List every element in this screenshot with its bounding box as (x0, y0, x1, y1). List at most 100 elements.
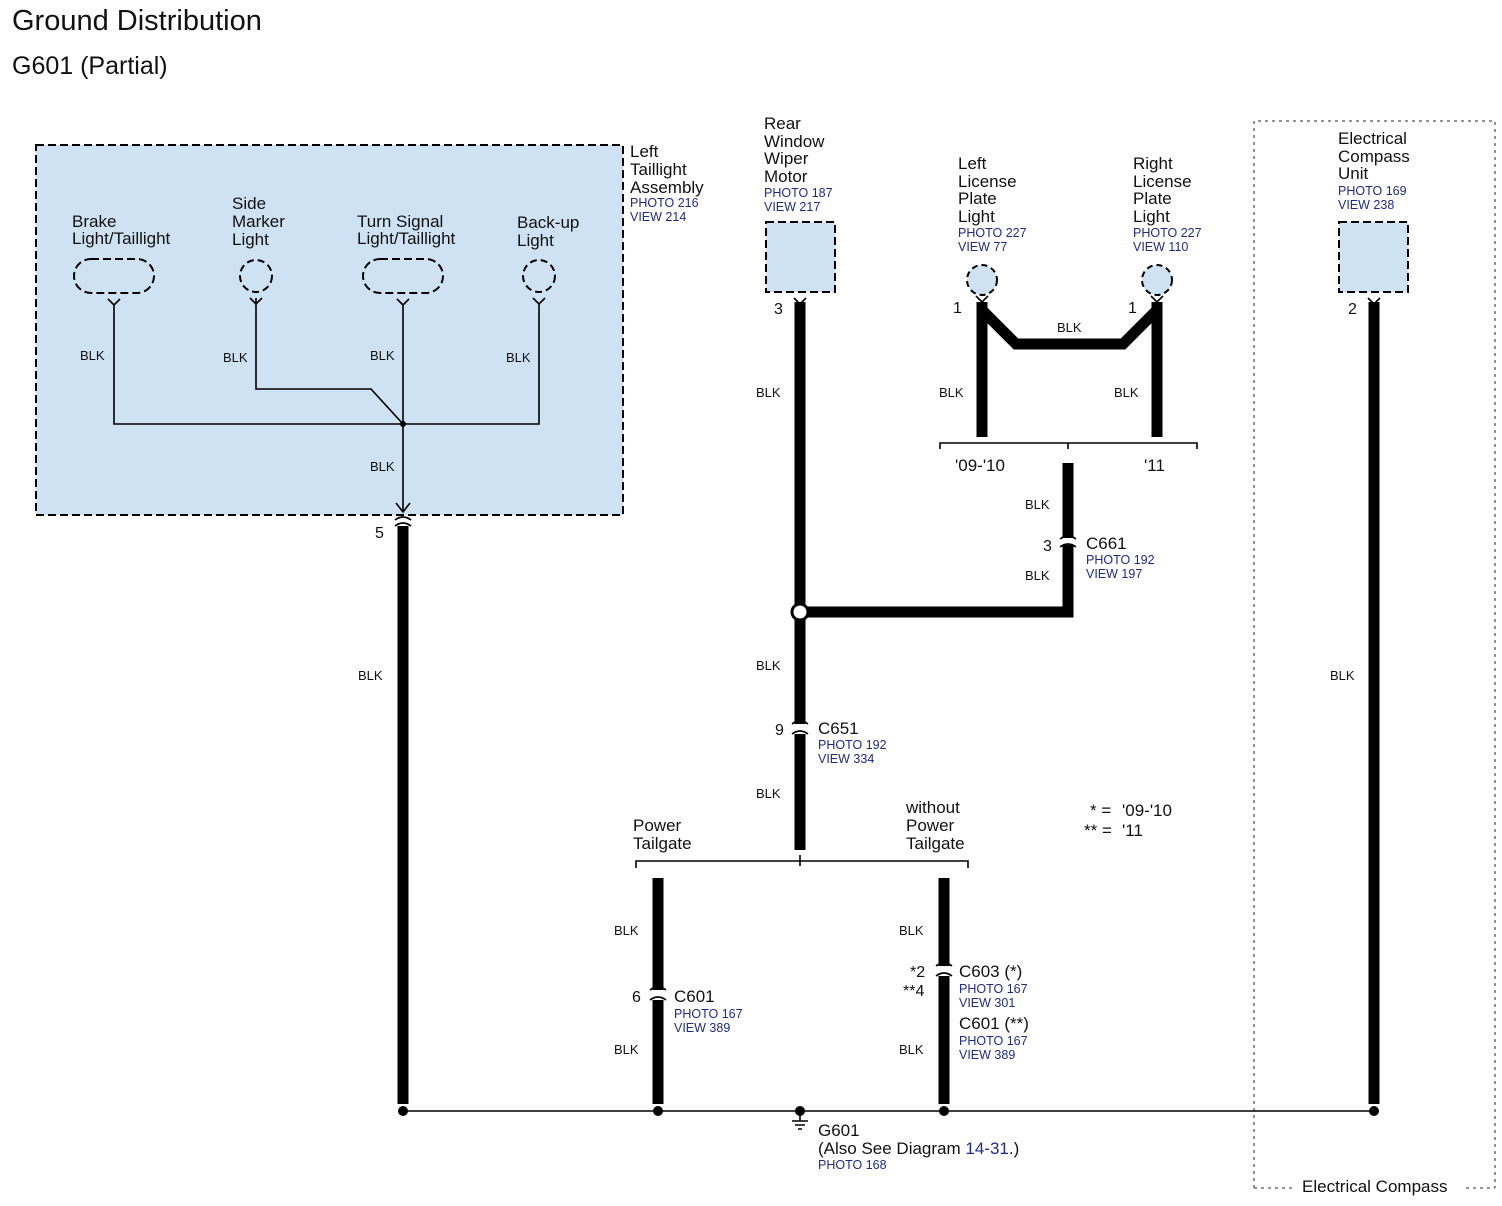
svg-text:Light: Light (232, 230, 269, 249)
brake-light-label: Brake Light/Taillight (72, 212, 171, 248)
compass-section-border (1253, 120, 1496, 1188)
side-marker-wire (255, 304, 404, 425)
taillight-connector-icon (394, 516, 412, 527)
left-plate-pin: 1 (953, 300, 962, 317)
c661-upper-wire-color: BLK (1025, 497, 1050, 512)
svg-text:Power: Power (633, 816, 682, 835)
svg-text:C601: C601 (674, 987, 715, 1006)
c651-view-ref: VIEW 334 (818, 752, 874, 766)
c601-left-pin: 6 (632, 989, 641, 1006)
svg-text:C661: C661 (1086, 534, 1127, 553)
c603-pin-a: *2 (910, 964, 925, 981)
svg-text:Light: Light (958, 207, 995, 226)
wiper-view-ref: VIEW 217 (764, 200, 820, 214)
right-plate-label: Right License Plate Light PHOTO 227 VIEW… (1133, 154, 1202, 254)
svg-text:'11: '11 (1122, 821, 1143, 840)
left-plate-view-ref: VIEW 77 (958, 240, 1007, 254)
ground-node-power-tailgate (653, 1106, 663, 1116)
svg-text:** =: ** = (1084, 821, 1112, 840)
right-plate-view-ref: VIEW 110 (1133, 240, 1188, 254)
compass-wire-color: BLK (1330, 668, 1355, 683)
taillight-out-wire-color: BLK (370, 459, 395, 474)
c601-left-upper-wire-color: BLK (614, 923, 639, 938)
license-plate-wires (976, 302, 1163, 437)
svg-text:Left: Left (630, 142, 659, 161)
svg-text:Electrical: Electrical (1338, 129, 1407, 148)
c601-left-label: C601 PHOTO 167 VIEW 389 (674, 987, 743, 1035)
svg-text:Motor: Motor (764, 167, 808, 186)
svg-text:Side: Side (232, 194, 266, 213)
tailgate-split-bracket (635, 855, 969, 868)
svg-text:C603 (*): C603 (*) (959, 962, 1022, 981)
svg-text:Light/Taillight: Light/Taillight (72, 229, 171, 248)
c661-view-ref: VIEW 197 (1086, 567, 1142, 581)
ground-node-no-power-tailgate (939, 1106, 949, 1116)
svg-text:Wiper: Wiper (764, 149, 809, 168)
c601-left-lower-wire-color: BLK (614, 1042, 639, 1057)
svg-text:Rear: Rear (764, 114, 801, 133)
c601-left-photo-ref: PHOTO 167 (674, 1007, 743, 1021)
side-marker-label: Side Marker Light (232, 194, 285, 249)
taillight-main-wire-color: BLK (358, 668, 383, 683)
c651-connector-icon (791, 720, 809, 735)
wiper-splice-icon (790, 602, 810, 622)
svg-text:Back-up: Back-up (517, 213, 579, 232)
svg-text:Turn Signal: Turn Signal (357, 212, 443, 231)
year-split-left: '09-'10 (955, 456, 1005, 475)
g601-photo-ref: PHOTO 168 (818, 1158, 887, 1172)
svg-text:Compass: Compass (1338, 147, 1410, 166)
svg-text:Taillight: Taillight (630, 160, 687, 179)
svg-text:Unit: Unit (1338, 164, 1369, 183)
svg-text:Plate: Plate (958, 189, 997, 208)
left-plate-photo-ref: PHOTO 227 (958, 226, 1027, 240)
c603-upper-wire-color: BLK (899, 923, 924, 938)
c651-photo-ref: PHOTO 192 (818, 738, 887, 752)
svg-text:Light: Light (517, 231, 554, 250)
wiper-pin: 3 (774, 301, 783, 318)
svg-text:Tailgate: Tailgate (633, 834, 692, 853)
wiper-motor-box (765, 221, 836, 293)
c601-right-label: C601 (**) PHOTO 167 VIEW 389 (959, 1014, 1029, 1062)
compass-unit-box (1338, 221, 1409, 293)
compass-view-ref: VIEW 238 (1338, 198, 1394, 212)
svg-text:without: without (905, 798, 960, 817)
ground-node-taillight (398, 1106, 408, 1116)
c603-label: C603 (*) PHOTO 167 VIEW 301 (959, 962, 1028, 1010)
page-subtitle: G601 (Partial) (12, 52, 168, 80)
svg-text:Left: Left (958, 154, 987, 173)
brake-light-bulb-icon (73, 258, 155, 294)
taillight-assembly-label: Left Taillight Assembly PHOTO 216 VIEW 2… (630, 142, 704, 224)
svg-text:(Also See Diagram 14-31.): (Also See Diagram 14-31.) (818, 1139, 1019, 1158)
svg-text:Marker: Marker (232, 212, 285, 231)
c651-pin: 9 (775, 722, 784, 739)
year-split-bracket (939, 442, 1198, 449)
page-title: Ground Distribution (12, 5, 262, 37)
wiper-motor-label: Rear Window Wiper Motor PHOTO 187 VIEW 2… (764, 114, 833, 214)
svg-text:License: License (1133, 172, 1192, 191)
svg-text:Tailgate: Tailgate (906, 834, 965, 853)
svg-text:Light: Light (1133, 207, 1170, 226)
svg-text:'09-'10: '09-'10 (1122, 801, 1172, 820)
turn-signal-bulb-icon (362, 258, 444, 294)
svg-text:Power: Power (906, 816, 955, 835)
right-plate-photo-ref: PHOTO 227 (1133, 226, 1202, 240)
c651-label: C651 PHOTO 192 VIEW 334 (818, 719, 887, 766)
diagram-link: 14-31 (965, 1139, 1008, 1158)
c661-label: C661 PHOTO 192 VIEW 197 (1086, 534, 1155, 581)
c601-left-view-ref: VIEW 389 (674, 1021, 730, 1035)
c601-right-photo-ref: PHOTO 167 (959, 1034, 1028, 1048)
taillight-splice (400, 421, 406, 427)
wiper-lower-wire-color: BLK (756, 658, 781, 673)
ground-symbol-icon (792, 1111, 808, 1130)
year-split-right: '11 (1144, 456, 1165, 475)
svg-text:Assembly: Assembly (630, 178, 704, 197)
right-plate-bulb-icon (1141, 264, 1173, 296)
c603-connector-icon (935, 962, 953, 977)
c661-photo-ref: PHOTO 192 (1086, 553, 1155, 567)
c603-lower-wire-color: BLK (899, 1042, 924, 1057)
license-plate-branch-wire (808, 545, 1074, 618)
right-plate-wire-color: BLK (1114, 385, 1139, 400)
c661-connector-icon (1059, 535, 1077, 548)
taillight-pin: 5 (375, 525, 384, 542)
c661-pin: 3 (1043, 538, 1052, 555)
